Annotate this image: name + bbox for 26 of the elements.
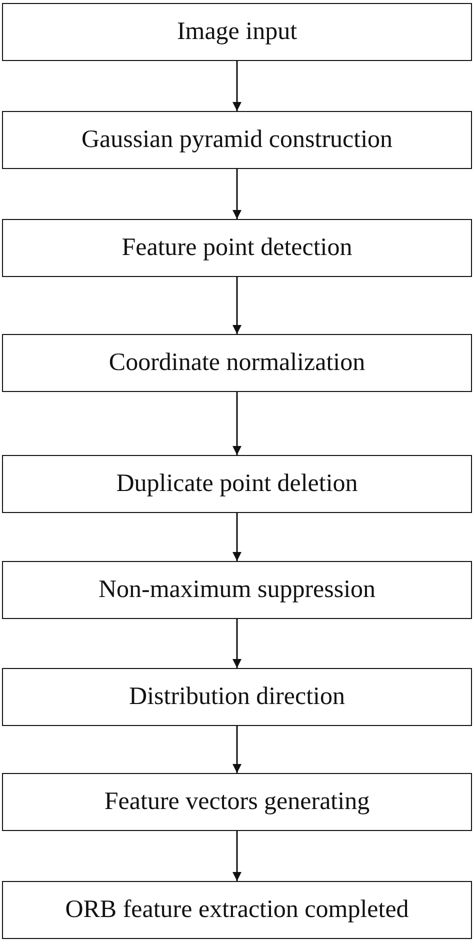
arrow <box>232 726 242 773</box>
process-box <box>2 881 472 939</box>
arrow <box>232 619 242 668</box>
step-label: Distribution direction <box>129 682 345 712</box>
step-label: Coordinate normalization <box>108 348 366 378</box>
arrow <box>232 831 242 881</box>
arrow <box>232 513 242 561</box>
arrow <box>232 277 242 334</box>
process-box <box>2 111 472 169</box>
step-label: Duplicate point deletion <box>116 469 358 500</box>
step-label: Feature point detection <box>122 233 352 264</box>
arrow <box>232 169 242 219</box>
arrow <box>232 61 242 111</box>
arrow <box>232 392 242 455</box>
step-label: ORB feature extraction completed <box>65 895 409 926</box>
step-label: Image input <box>176 17 298 48</box>
process-box <box>2 773 472 831</box>
step-label: Feature vectors generating <box>104 787 370 818</box>
process-box <box>2 561 472 619</box>
process-box <box>2 3 472 61</box>
step-label: Non-maximum suppression <box>98 575 376 606</box>
process-box <box>2 219 472 277</box>
process-box <box>2 334 472 392</box>
step-label: Gaussian pyramid construction <box>81 125 393 156</box>
process-box <box>2 668 472 726</box>
process-box <box>2 455 472 513</box>
